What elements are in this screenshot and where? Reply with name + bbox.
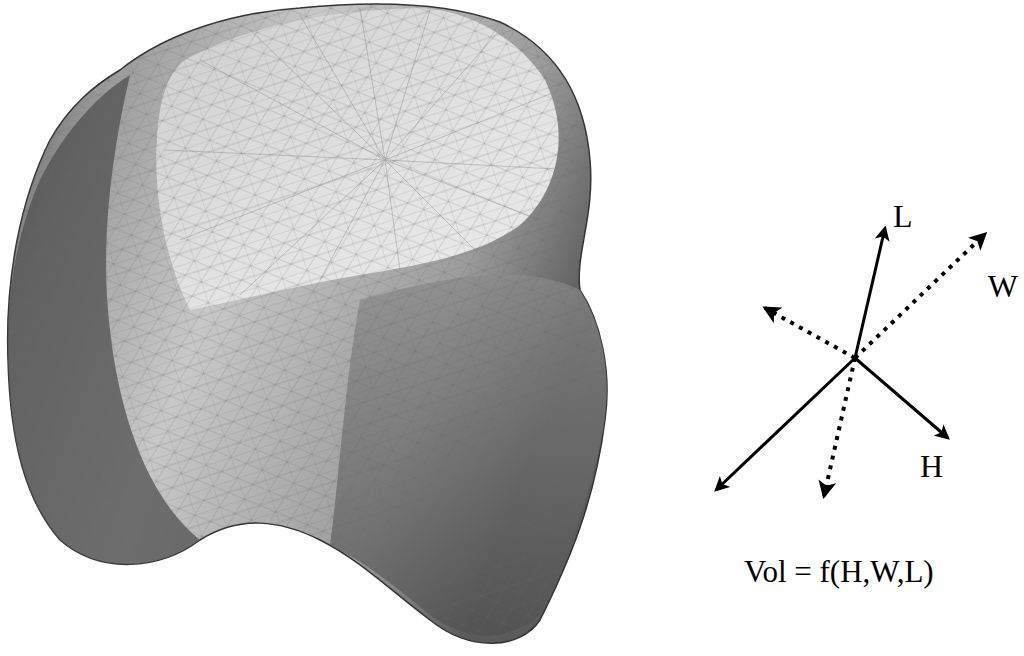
mesh-blob — [8, 4, 607, 643]
dotted-axis — [765, 308, 855, 358]
h-axis — [855, 358, 948, 438]
w-axis-dotted — [855, 234, 985, 358]
axis-arrows — [716, 228, 985, 496]
third-axis — [716, 358, 855, 490]
formula: Vol = f(H,W,L) — [744, 556, 934, 587]
axis-label: H — [920, 450, 943, 482]
l-axis — [855, 228, 885, 358]
axis-label: W — [988, 270, 1018, 302]
dotted-axis — [824, 358, 855, 496]
axis-label: L — [893, 200, 913, 232]
